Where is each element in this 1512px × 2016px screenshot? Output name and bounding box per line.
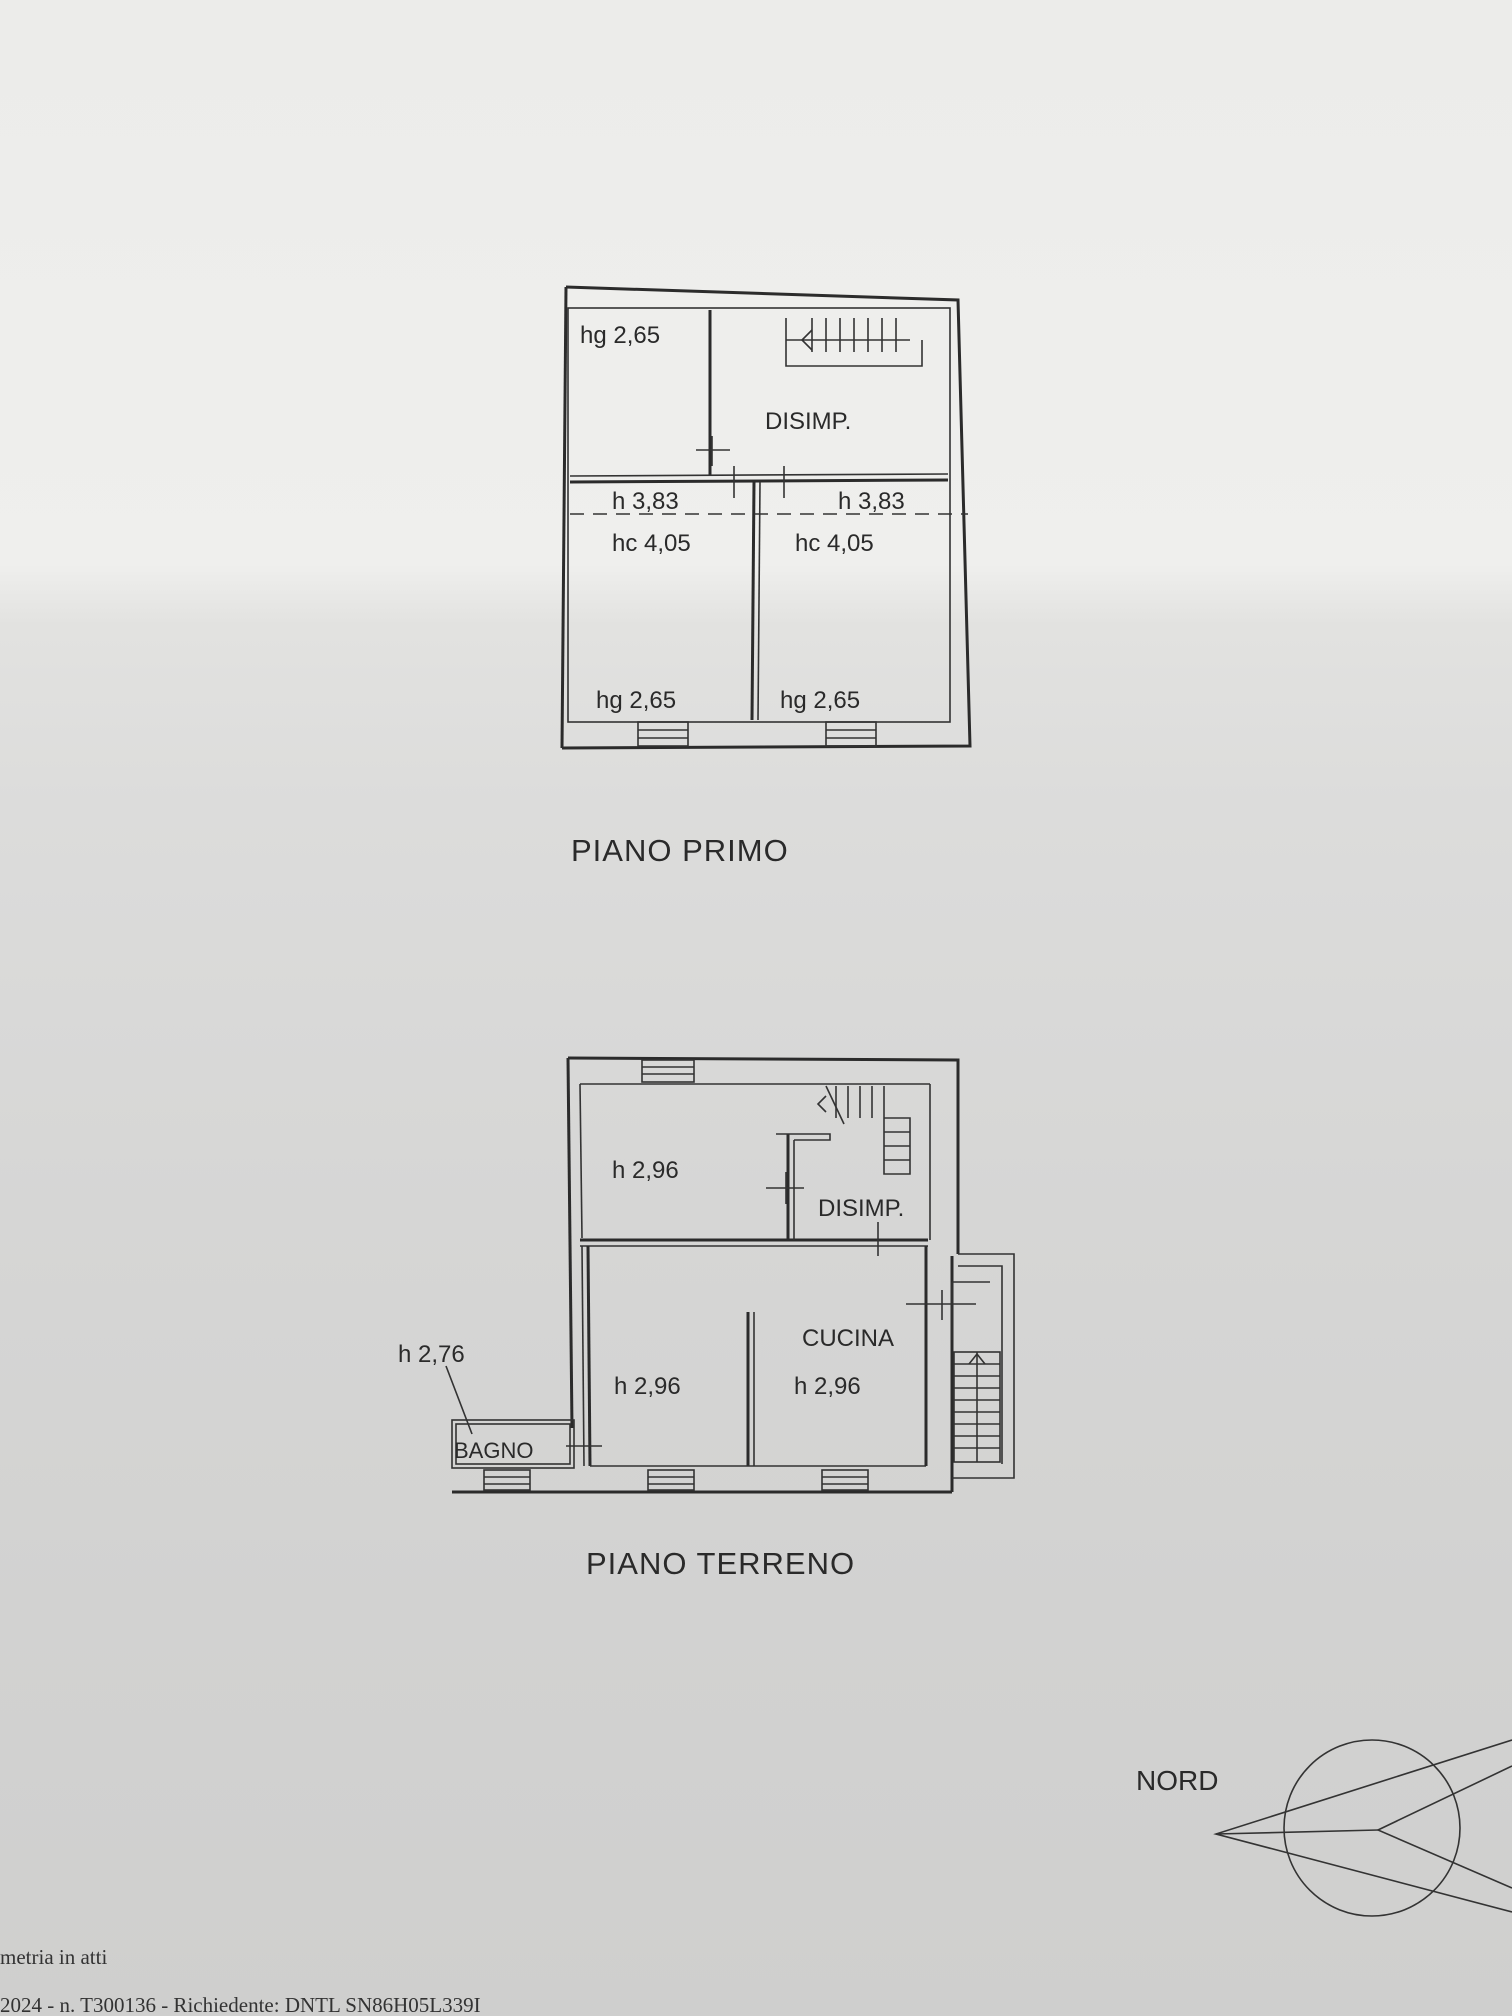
- terreno-staircase-upper: [816, 1085, 911, 1175]
- footer-line-1: metria in atti: [0, 1945, 107, 1969]
- primo-outer-wall: [561, 285, 972, 750]
- bagno-leader-line: [445, 1365, 473, 1435]
- terreno-window-cucina: [821, 1469, 869, 1491]
- primo-top-left-height-label: hg 2,65: [580, 322, 660, 349]
- primo-right-hc-label: hc 4,05: [795, 530, 874, 557]
- primo-window-right: [825, 721, 877, 747]
- primo-bottom-right-height-label: hg 2,65: [780, 687, 860, 714]
- bagno-room: [451, 1419, 575, 1469]
- primo-staircase: [785, 318, 923, 367]
- terreno-exterior-staircase: [951, 1253, 1015, 1479]
- piano-terreno-title: PIANO TERRENO: [586, 1546, 855, 1581]
- cucina-height-label: h 2,96: [794, 1373, 861, 1400]
- primo-disimp-label: DISIMP.: [765, 408, 851, 435]
- compass-nord-label: NORD: [1136, 1765, 1218, 1796]
- primo-window-left: [637, 721, 689, 747]
- compass-arrow: [1213, 1739, 1512, 1913]
- terreno-window-bagno: [483, 1469, 531, 1491]
- terreno-window-top: [641, 1059, 695, 1083]
- piano-primo-title: PIANO PRIMO: [571, 833, 789, 868]
- primo-left-h-label: h 3,83: [612, 488, 679, 515]
- bagno-label: BAGNO: [454, 1438, 533, 1463]
- compass-circle: [1283, 1739, 1461, 1917]
- terreno-disimp-label: DISIMP.: [818, 1195, 904, 1222]
- primo-inner-wall: [567, 307, 951, 723]
- terreno-window-middle: [647, 1469, 695, 1491]
- primo-right-h-label: h 3,83: [838, 488, 905, 515]
- primo-left-hc-label: hc 4,05: [612, 530, 691, 557]
- footer-line-2: 2024 - n. T300136 - Richiedente: DNTL SN…: [0, 1993, 481, 2016]
- cucina-label: CUCINA: [802, 1325, 894, 1352]
- terreno-top-left-height-label: h 2,96: [612, 1157, 679, 1184]
- piano-primo-plan: hg 2,65 DISIMP. h 3,83 h 3,83 hc 4,05 hc…: [560, 285, 972, 750]
- terreno-middle-left-height-label: h 2,96: [614, 1373, 681, 1400]
- piano-terreno-plan: h 2,96 DISIMP. CUCINA h 2,96 h 2,96 h 2,…: [398, 1056, 1015, 1494]
- bagno-height-label: h 2,76: [398, 1341, 465, 1368]
- primo-bottom-left-height-label: hg 2,65: [596, 687, 676, 714]
- compass-north-arrow: [1213, 1739, 1512, 1917]
